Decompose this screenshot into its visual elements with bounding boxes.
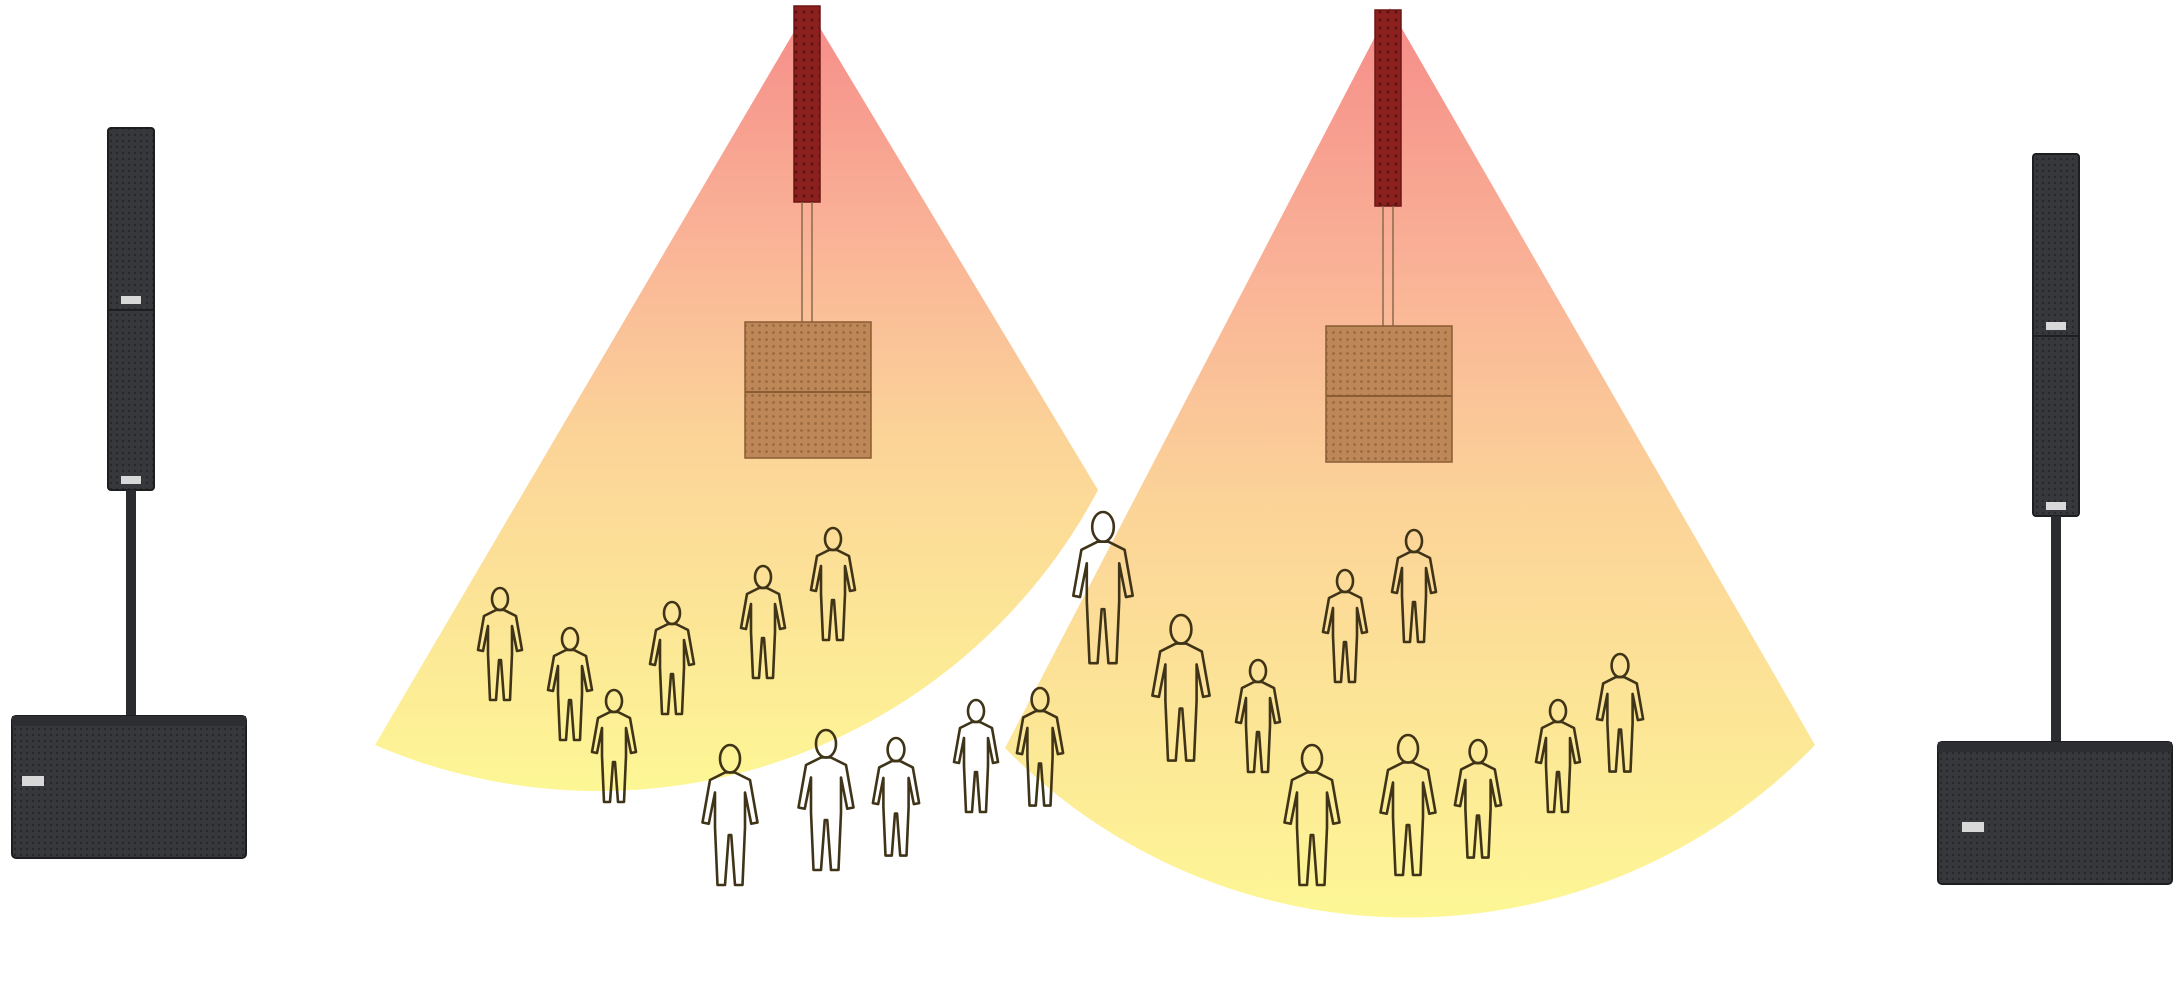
person-outline-icon	[1379, 733, 1437, 877]
person-outline-icon	[546, 626, 594, 742]
person-outline-icon	[952, 698, 1000, 814]
right-speaker-system	[1937, 153, 2173, 885]
person-outline-icon	[1234, 658, 1282, 774]
person-outline-icon	[1283, 743, 1341, 887]
person-outline-icon	[1390, 528, 1438, 644]
person-outline-icon	[701, 743, 759, 887]
person-outline-icon	[1071, 510, 1135, 665]
left-coverage-zone	[375, 8, 1098, 792]
person-outline-icon	[1015, 686, 1065, 807]
person-outline-icon	[1453, 738, 1503, 859]
person-outline-icon	[1321, 568, 1369, 684]
person-outline-icon	[1151, 613, 1211, 762]
person-outline-icon	[648, 600, 696, 716]
right-coverage-zone	[1005, 8, 1815, 918]
person-outline-icon	[1595, 652, 1645, 773]
person-outline-icon	[809, 526, 857, 642]
person-outline-icon	[871, 736, 921, 857]
person-outline-icon	[476, 586, 524, 702]
person-outline-icon	[797, 728, 855, 872]
left-speaker-system	[11, 127, 247, 859]
person-outline-icon	[739, 564, 787, 680]
audience	[476, 510, 1645, 887]
person-outline-icon	[1534, 698, 1582, 814]
person-outline-icon	[590, 688, 638, 804]
left-line-array-icon	[744, 5, 872, 459]
right-line-array-icon	[1325, 9, 1453, 463]
